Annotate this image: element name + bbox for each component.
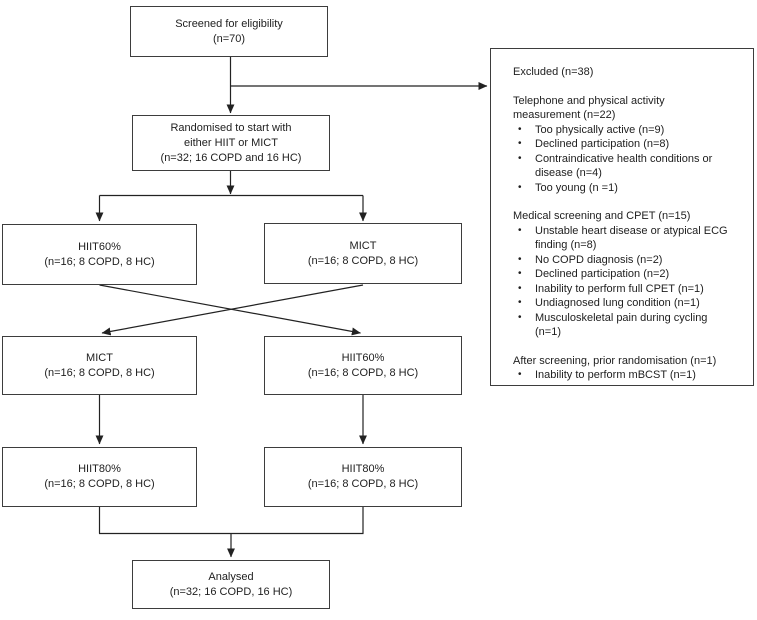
box-count: (n=32; 16 COPD, 16 HC) [169, 585, 293, 598]
arrow-cross-right-to-left [101, 284, 364, 336]
box-screened-line-2: (n=70) [212, 32, 246, 45]
bullet-icon: • [518, 253, 522, 265]
excluded-item-text: Undiagnosed lung condition (n=1) [535, 297, 700, 309]
excluded-item-text: Contraindicative health conditions or di… [535, 152, 713, 180]
box-randomised-line-3: (n=32; 16 COPD and 16 HC) [160, 151, 302, 164]
box-screened-line-1: Screened for eligibility [175, 17, 283, 30]
box-count: (n=16; 8 COPD, 8 HC) [44, 366, 155, 379]
box-count: (n=16; 8 COPD, 8 HC) [307, 478, 419, 490]
box-label: HIIT60% [341, 351, 385, 364]
excluded-item: • Undiagnosed lung condition (n=1) [513, 296, 731, 311]
excluded-item: • Contraindicative health conditions or … [513, 152, 731, 181]
excluded-section-heading: After screening, prior randomisation (n=… [513, 354, 717, 367]
excluded-item-list: • Too physically active (n=9) • Declined… [513, 123, 731, 196]
bullet-icon: • [518, 268, 522, 279]
box-hiit80-right: HIIT80% (n=16; 8 COPD, 8 HC) [264, 447, 462, 507]
excluded-section-heading: Telephone and physical activity measurem… [513, 94, 665, 122]
excluded-item: • Inability to perform full CPET (n=1) [513, 282, 731, 297]
excluded-item: • No COPD diagnosis (n=2) [513, 253, 731, 268]
bullet-icon: • [518, 123, 522, 135]
excluded-section-after-screening: After screening, prior randomisation (n=… [513, 354, 716, 383]
excluded-item-text: Declined participation (n=8) [535, 138, 670, 150]
box-randomised-line-2: either HIIT or MICT [184, 136, 278, 149]
box-screened: Screened for eligibility (n=70) [130, 6, 328, 57]
bullet-icon: • [518, 138, 522, 149]
excluded-item: • Musculoskeletal pain during cycling (n… [513, 311, 731, 340]
excluded-item-text: No COPD diagnosis (n=2) [535, 253, 663, 266]
excluded-item-list: • Unstable heart disease or atypical ECG… [513, 224, 731, 340]
box-mict-first-right: MICT (n=16; 8 COPD, 8 HC) [264, 223, 462, 284]
excluded-item: • Too young (n =1) [513, 181, 731, 196]
bullet-icon: • [518, 224, 522, 236]
excluded-item-text: Unstable heart disease or atypical ECG f… [535, 224, 728, 252]
excluded-section-medical: Medical screening and CPET (n=15) • Unst… [513, 209, 731, 340]
excluded-section-telephone: Telephone and physical activity measurem… [513, 94, 731, 196]
excluded-item-text: Too physically active (n=9) [535, 123, 665, 136]
box-analysed: Analysed (n=32; 16 COPD, 16 HC) [132, 560, 330, 609]
box-count: (n=16; 8 COPD, 8 HC) [307, 366, 419, 379]
excluded-item: • Too physically active (n=9) [513, 123, 731, 138]
box-label: HIIT80% [78, 463, 121, 475]
excluded-section-heading: Medical screening and CPET (n=15) [513, 210, 691, 222]
box-hiit60-second-right: HIIT60% (n=16; 8 COPD, 8 HC) [264, 336, 462, 395]
excluded-item-text: Musculoskeletal pain during cycling (n=1… [535, 311, 708, 339]
box-count: (n=16; 8 COPD, 8 HC) [307, 254, 419, 267]
excluded-item: • Inability to perform mBCST (n=1) [513, 368, 716, 383]
excluded-item-text: Inability to perform mBCST (n=1) [535, 369, 696, 381]
box-hiit80-left: HIIT80% (n=16; 8 COPD, 8 HC) [2, 447, 197, 507]
box-count: (n=16; 8 COPD, 8 HC) [44, 255, 155, 268]
box-randomised: Randomised to start with either HIIT or … [132, 115, 330, 171]
excluded-item-text: Too young (n =1) [535, 181, 618, 194]
box-label: HIIT80% [341, 463, 385, 475]
box-label: HIIT60% [78, 240, 121, 253]
box-label: MICT [86, 351, 113, 364]
box-hiit60-first-left: HIIT60% (n=16; 8 COPD, 8 HC) [2, 224, 197, 285]
excluded-item: • Declined participation (n=2) [513, 267, 731, 282]
box-label: Analysed [208, 570, 254, 583]
bullet-icon: • [518, 152, 522, 164]
bullet-icon: • [518, 297, 522, 308]
bullet-icon: • [518, 282, 522, 294]
excluded-item-text: Inability to perform full CPET (n=1) [535, 282, 704, 295]
excluded-item-list: • Inability to perform mBCST (n=1) [513, 368, 716, 383]
excluded-title: Excluded (n=38) [513, 66, 594, 78]
box-excluded: Excluded (n=38) Telephone and physical a… [490, 48, 754, 386]
excluded-item: • Declined participation (n=8) [513, 137, 731, 152]
bullet-icon: • [518, 311, 522, 323]
box-count: (n=16; 8 COPD, 8 HC) [44, 478, 155, 490]
excluded-item-text: Declined participation (n=2) [535, 268, 670, 280]
box-mict-second-left: MICT (n=16; 8 COPD, 8 HC) [2, 336, 197, 395]
excluded-item: • Unstable heart disease or atypical ECG… [513, 224, 731, 253]
bullet-icon: • [518, 181, 522, 193]
box-label: MICT [349, 239, 377, 252]
bullet-icon: • [518, 369, 522, 380]
box-randomised-line-1: Randomised to start with [170, 121, 292, 134]
